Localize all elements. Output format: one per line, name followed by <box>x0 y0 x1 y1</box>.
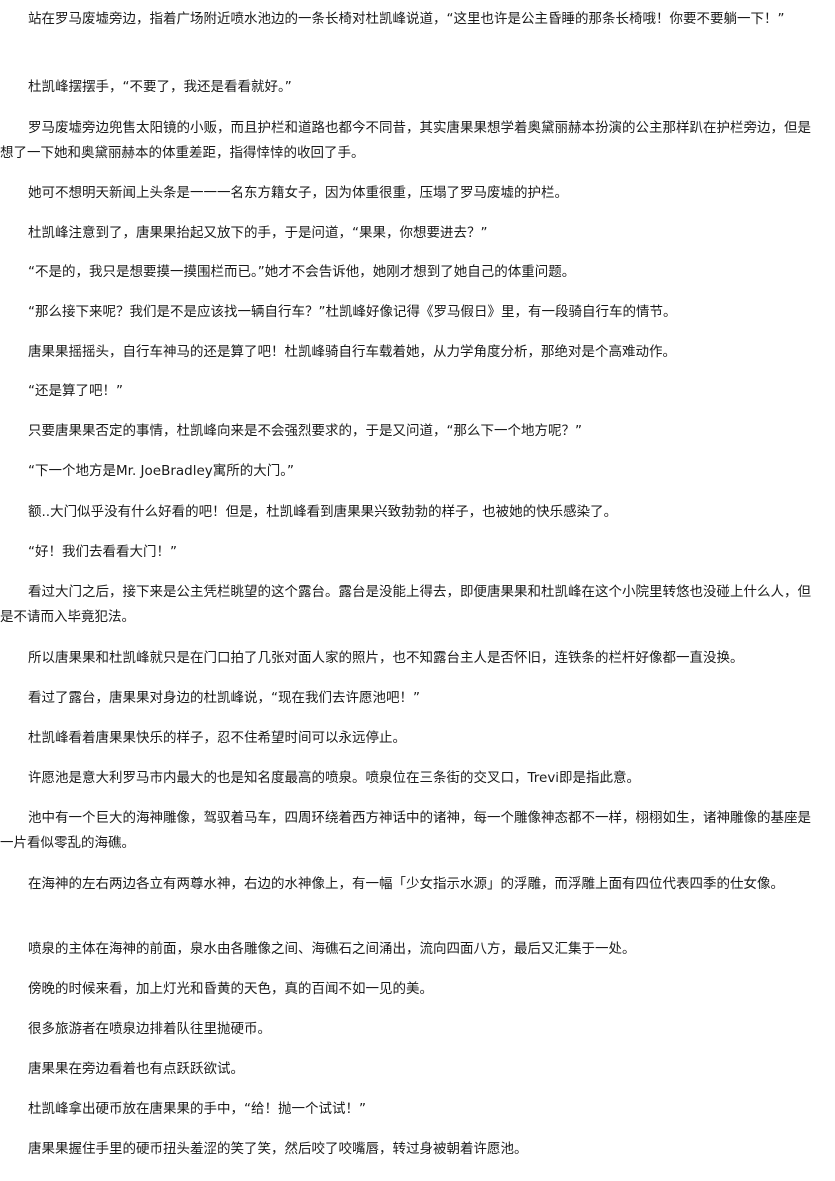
paragraph-13: “好！我们去看看大门！” <box>28 544 177 560</box>
paragraph-11: “下一个地方是Mr. JoeBradley寓所的大门。” <box>28 463 295 479</box>
paragraph-10: 只要唐果果否定的事情，杜凯峰向来是不会强烈要求的，于是又问道，“那么下一个地方呢… <box>28 423 582 439</box>
paragraph-25: 杜凯峰拿出硬币放在唐果果的手中，“给！抛一个试试！” <box>28 1101 366 1117</box>
paragraph-3: 罗马废墟旁边兜售太阳镜的小贩，而且护栏和道路也都今不同昔，其实唐果果想学着奥黛丽… <box>0 120 811 161</box>
paragraph-7: “那么接下来呢？我们是不是应该找一辆自行车？”杜凯峰好像记得《罗马假日》里，有一… <box>28 304 677 320</box>
paragraph-14: 看过大门之后，接下来是公主凭栏眺望的这个露台。露台是没能上得去，即便唐果果和杜凯… <box>0 584 811 625</box>
paragraph-6: “不是的，我只是想要摸一摸围栏而已。”她才不会告诉他，她刚才想到了她自己的体重问… <box>28 264 576 280</box>
paragraph-19: 池中有一个巨大的海神雕像，驾驭着马车，四周环绕着西方神话中的诸神，每一个雕像神态… <box>0 810 811 851</box>
paragraph-5: 杜凯峰注意到了，唐果果抬起又放下的手，于是问道，“果果，你想要进去？” <box>28 225 488 241</box>
paragraph-26: 唐果果握住手里的硬币扭头羞涩的笑了笑，然后咬了咬嘴唇，转过身被朝着许愿池。 <box>28 1141 528 1157</box>
paragraph-8: 唐果果摇摇头，自行车神马的还是算了吧！杜凯峰骑自行车载着她，从力学角度分析，那绝… <box>28 344 676 360</box>
paragraph-2: 杜凯峰摆摆手，“不要了，我还是看看就好。” <box>28 79 292 95</box>
paragraph-20: 在海神的左右两边各立有两尊水神，右边的水神像上，有一幅「少女指示水源」的浮雕，而… <box>28 876 784 892</box>
paragraph-23: 很多旅游者在喷泉边排着队往里抛硬币。 <box>28 1021 271 1037</box>
paragraph-12: 额..大门似乎没有什么好看的吧！但是，杜凯峰看到唐果果兴致勃勃的样子，也被她的快… <box>28 504 618 520</box>
paragraph-24: 唐果果在旁边看着也有点跃跃欲试。 <box>28 1061 244 1077</box>
paragraph-22: 傍晚的时候来看，加上灯光和昏黄的天色，真的百闻不如一见的美。 <box>28 981 433 997</box>
paragraph-9: “还是算了吧！” <box>28 383 123 399</box>
paragraph-21: 喷泉的主体在海神的前面，泉水由各雕像之间、海礁石之间涌出，流向四面八方，最后又汇… <box>28 941 636 957</box>
paragraph-15: 所以唐果果和杜凯峰就只是在门口拍了几张对面人家的照片，也不知露台主人是否怀旧，连… <box>28 650 744 666</box>
paragraph-16: 看过了露台，唐果果对身边的杜凯峰说，“现在我们去许愿池吧！” <box>28 690 420 706</box>
paragraph-18: 许愿池是意大利罗马市内最大的也是知名度最高的喷泉。喷泉位在三条街的交叉口，Tre… <box>28 770 641 786</box>
paragraph-1: 站在罗马废墟旁边，指着广场附近喷水池边的一条长椅对杜凯峰说道，“这里也许是公主昏… <box>28 11 785 27</box>
paragraph-4: 她可不想明天新闻上头条是一一一名东方籍女子，因为体重很重，压塌了罗马废墟的护栏。 <box>28 185 568 201</box>
paragraph-17: 杜凯峰看着唐果果快乐的样子，忍不住希望时间可以永远停止。 <box>28 730 406 746</box>
